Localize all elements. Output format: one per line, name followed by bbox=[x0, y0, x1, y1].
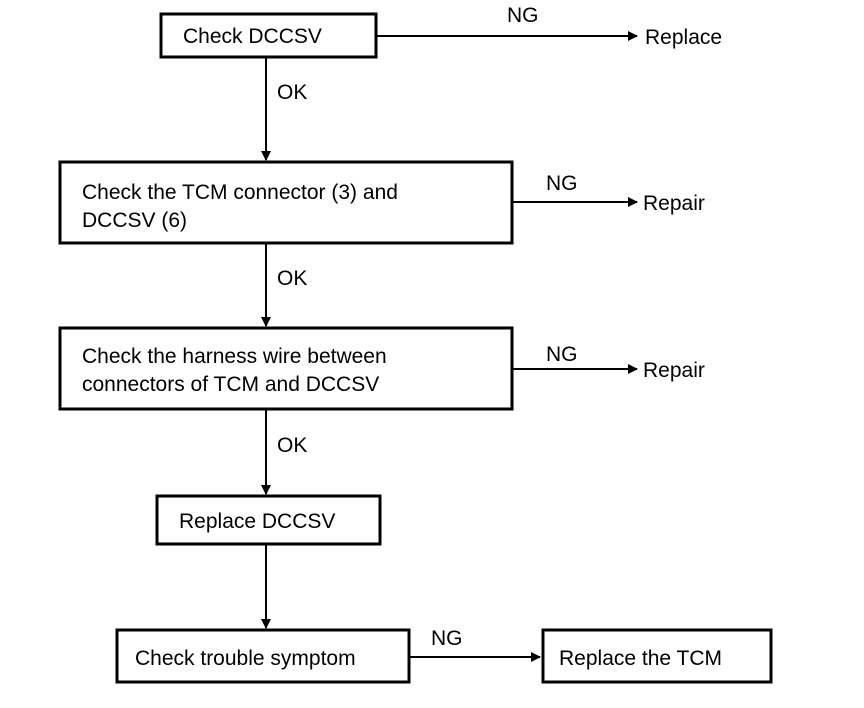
ng-label-5: NG bbox=[431, 627, 463, 650]
action-replace-tcm-box bbox=[541, 628, 773, 684]
action-repair-2: Repair bbox=[643, 359, 705, 382]
step-replace-dccsv-box bbox=[155, 494, 382, 546]
step-check-trouble-label: Check trouble symptom bbox=[135, 647, 356, 670]
step-check-harness-box bbox=[58, 326, 514, 411]
step-check-dccsv-box bbox=[159, 12, 378, 59]
action-repair-1: Repair bbox=[643, 192, 705, 215]
step-check-harness-line-1: Check the harness wire between bbox=[82, 345, 387, 368]
action-replace: Replace bbox=[645, 26, 722, 49]
step-check-tcm-connector-box bbox=[58, 160, 514, 245]
ng-label-2: NG bbox=[546, 172, 578, 195]
ok-label-3: OK bbox=[277, 434, 307, 457]
step-check-dccsv-label: Check DCCSV bbox=[183, 25, 322, 48]
ng-label-3: NG bbox=[546, 343, 578, 366]
step-check-harness-line-2: connectors of TCM and DCCSV bbox=[82, 373, 379, 396]
action-replace-tcm-label: Replace the TCM bbox=[559, 647, 722, 670]
ng-label-1: NG bbox=[507, 4, 539, 27]
ok-label-1: OK bbox=[277, 81, 307, 104]
step-check-trouble-box bbox=[115, 628, 411, 684]
step-check-tcm-connector-line-2: DCCSV (6) bbox=[82, 209, 187, 232]
ok-label-2: OK bbox=[277, 267, 307, 290]
step-replace-dccsv-label: Replace DCCSV bbox=[179, 510, 335, 533]
step-check-tcm-connector-line-1: Check the TCM connector (3) and bbox=[82, 181, 398, 204]
